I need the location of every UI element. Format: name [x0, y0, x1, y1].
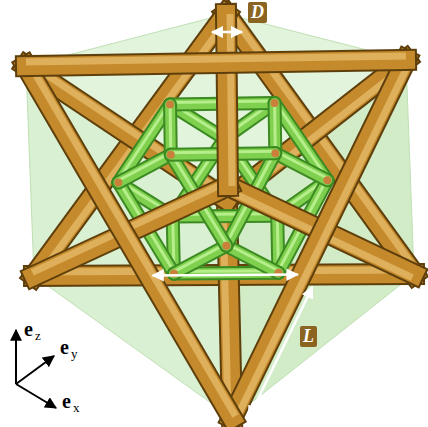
cube-faces	[26, 14, 414, 418]
strut-body	[226, 246, 278, 273]
strut-bar	[26, 56, 406, 66]
axis-triad	[16, 330, 56, 408]
dimension-label: D	[248, 2, 267, 23]
strut-highlight	[118, 153, 170, 181]
strut-body	[26, 66, 232, 418]
axis-subscript: y	[71, 347, 78, 362]
strut-bar	[26, 64, 235, 418]
strut-outline	[26, 66, 232, 418]
front-struts	[26, 14, 414, 420]
strut-outline	[118, 155, 170, 183]
inner-strut	[275, 101, 328, 180]
strut-highlight	[174, 244, 226, 272]
inner-strut	[274, 101, 276, 153]
dimension-label: L	[300, 326, 317, 347]
inner-strut	[170, 102, 172, 154]
axis-vector: e	[60, 336, 69, 359]
strut-outline	[226, 246, 278, 273]
inner-strut	[118, 153, 170, 183]
axis-subscript: x	[73, 401, 80, 416]
dimension-arrow	[212, 31, 242, 34]
strut-highlight	[230, 14, 232, 186]
joint-node	[222, 242, 230, 250]
joint-node	[271, 99, 279, 107]
joint-node	[114, 178, 122, 186]
strut-body	[232, 60, 406, 418]
strut-body	[174, 246, 226, 274]
strut-outline	[232, 60, 406, 418]
strut-outline	[174, 246, 226, 274]
axis-subscript: z	[35, 329, 41, 344]
strut-highlight	[26, 56, 406, 62]
inner-strut	[118, 102, 170, 182]
inner-strut	[275, 151, 327, 180]
back-struts	[26, 12, 417, 418]
strut-body	[275, 153, 327, 180]
strut-outline	[275, 153, 327, 180]
strut-highlight	[275, 151, 327, 178]
strut-highlight	[273, 101, 277, 151]
strut-highlight	[29, 64, 235, 416]
inner-strut	[174, 244, 226, 274]
dimension-arrows	[153, 32, 313, 417]
strut-bar	[232, 60, 410, 420]
axis-vector: e	[62, 390, 71, 413]
axis-arrow	[15, 330, 17, 384]
dimension-arrow	[249, 287, 312, 418]
joint-node	[323, 176, 331, 184]
strut-bar	[226, 14, 232, 186]
inner-strut	[226, 244, 278, 273]
axis-arrow	[16, 384, 56, 408]
strut-highlight	[169, 102, 173, 152]
dimension-arrow	[153, 273, 298, 276]
strut-highlight	[236, 62, 410, 420]
strut-highlight	[226, 244, 278, 271]
joint-node	[167, 151, 175, 159]
axis-vector: e	[24, 318, 33, 341]
axis-arrow	[16, 356, 54, 384]
strut-highlight	[34, 270, 414, 272]
strut-body	[118, 155, 170, 183]
joint-node	[271, 149, 279, 157]
strut-bar	[34, 270, 414, 276]
joint-node	[166, 100, 174, 108]
